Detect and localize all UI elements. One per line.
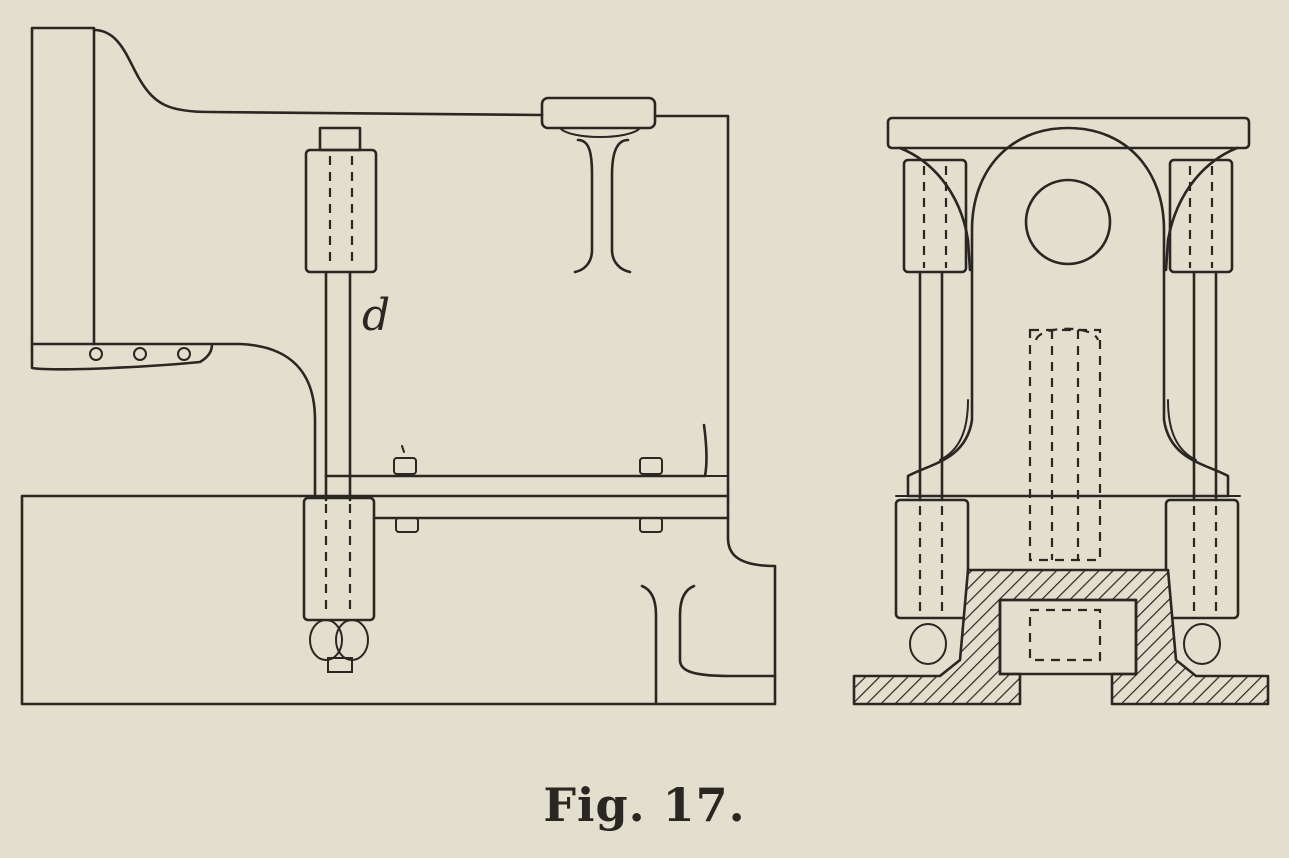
hidden-nut [1034, 327, 1100, 341]
hatched-base-section [852, 568, 1270, 706]
cap-plate [540, 96, 657, 130]
left-flare [898, 146, 972, 272]
nut [335, 619, 369, 661]
right-flare [1164, 146, 1239, 272]
lower-hanger-left [640, 584, 658, 706]
hidden-nut-lower [1028, 608, 1102, 662]
top-plate [886, 116, 1251, 150]
lower-spring-block-left [894, 498, 970, 620]
nut [393, 457, 417, 475]
inner-curve [939, 399, 969, 461]
nut [395, 517, 419, 533]
nut [1183, 623, 1221, 665]
upper-spring-block-right [1168, 158, 1234, 274]
rivet [133, 347, 147, 361]
arched-frame [906, 126, 1230, 498]
upper-frame-curve [92, 28, 544, 117]
upper-spring-block [304, 148, 378, 274]
base-opening [998, 598, 1138, 676]
rivet [89, 347, 103, 361]
nut [309, 619, 343, 661]
nut [639, 517, 663, 533]
axle-hole [1024, 178, 1112, 266]
small-mark [401, 445, 405, 453]
nut [909, 623, 947, 665]
lower-hanger-right [678, 584, 777, 678]
side-elevation-view: d [20, 26, 777, 706]
end-section-view [852, 116, 1270, 706]
nut [639, 457, 663, 475]
hanger-right-flange [610, 138, 632, 274]
hanger-left-flange [573, 138, 594, 274]
upper-beam [324, 423, 708, 478]
bolt-end [327, 657, 353, 673]
hidden-column [1028, 328, 1102, 562]
rivet-strip [30, 342, 214, 371]
lower-spring-block [302, 496, 376, 622]
rivet [177, 347, 191, 361]
figure-caption: Fig. 17. [543, 778, 746, 832]
upper-cap [318, 126, 362, 152]
lower-bracket-curve [92, 342, 317, 496]
upper-spring-block-left [902, 158, 968, 274]
lower-spring-block-right [1164, 498, 1240, 620]
inner-curve [1167, 399, 1197, 461]
rod-label-d: d [362, 290, 390, 341]
end-plate [30, 26, 96, 346]
frame-outline [20, 114, 777, 706]
hanger-top [559, 127, 641, 138]
